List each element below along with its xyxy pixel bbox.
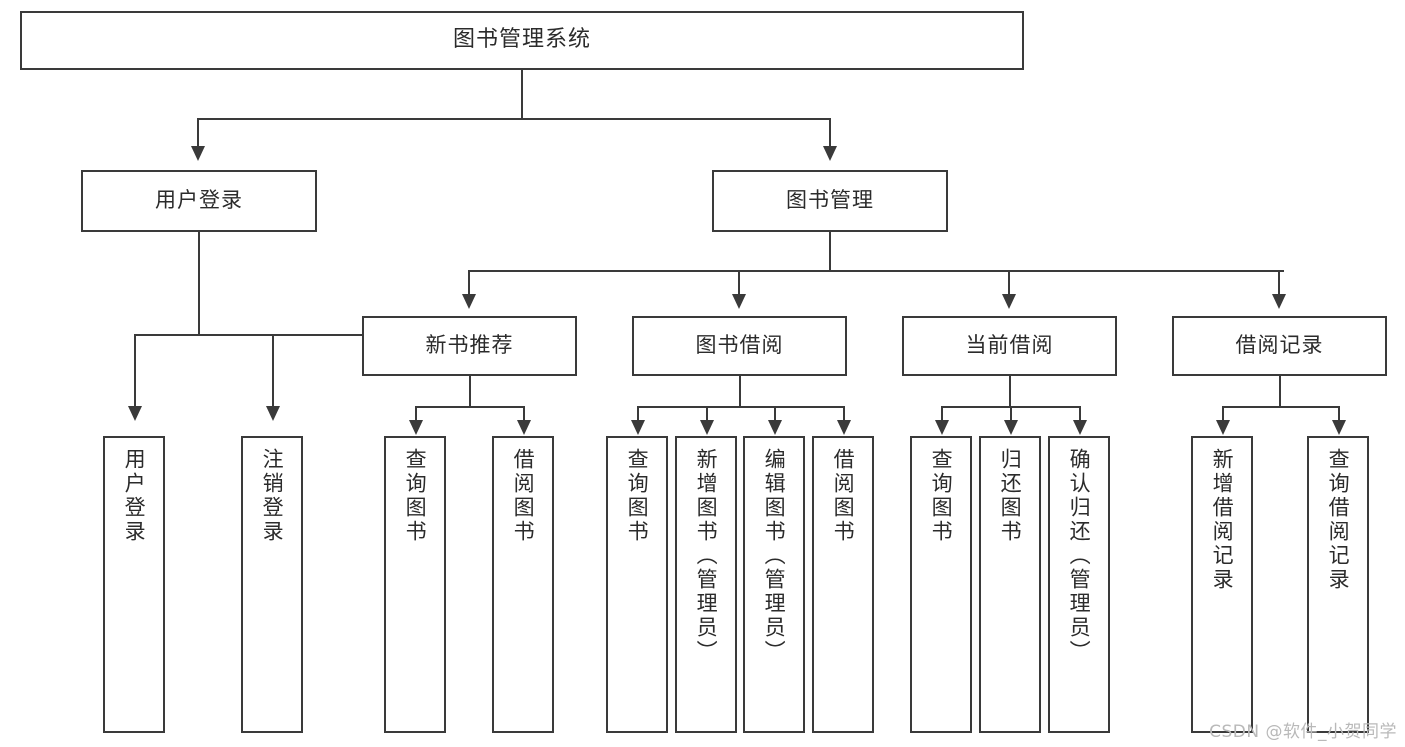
leaf-borrow-record-add[interactable]: 新增借阅记录 [1191,436,1253,733]
arrow-bm-to-book-borrow [732,294,746,309]
connector-new-book-to-leaf-1 [415,406,417,422]
leaf-book-borrow-borrow[interactable]: 借阅图书 [812,436,874,733]
connector-bm-to-book-borrow [738,270,740,296]
connector-cb-to-leaf-3 [1079,406,1081,422]
connector-cb-to-leaf-2 [1010,406,1012,422]
arrow-bm-to-borrow-record [1272,294,1286,309]
leaf-label: 查询图书 [625,448,650,544]
csdn-watermark: CSDN @软件_小贺同学 [1209,722,1397,742]
node-label: 新书推荐 [425,333,514,358]
connector-br-to-leaf-2 [1338,406,1340,422]
connector-bb-to-leaf-2 [706,406,708,422]
node-book-management[interactable]: 图书管理 [712,170,948,232]
node-user-login[interactable]: 用户登录 [81,170,317,232]
leaf-user-login-login[interactable]: 用户登录 [103,436,165,733]
connector-borrow-record-bus [1222,406,1340,408]
arrow-bm-to-current-borrow [1002,294,1016,309]
arrow-bb-to-leaf-1 [631,420,645,435]
leaf-label: 用户登录 [122,448,147,544]
leaf-label: 借阅图书 [511,448,536,544]
node-label: 用户登录 [155,188,243,213]
leaf-book-borrow-query[interactable]: 查询图书 [606,436,668,733]
connector-book-management-bus [468,270,1284,272]
connector-bb-to-leaf-4 [843,406,845,422]
leaf-label: 编辑图书（管理员） [762,448,787,664]
leaf-label: 新增图书（管理员） [694,448,719,664]
connector-bb-to-leaf-1 [637,406,639,422]
leaf-current-borrow-return[interactable]: 归还图书 [979,436,1041,733]
arrow-bb-to-leaf-2 [700,420,714,435]
leaf-label: 借阅图书 [831,448,856,544]
connector-root-to-user-login [197,118,199,148]
connector-new-book-bus [415,406,525,408]
connector-user-login-bus [134,334,408,336]
arrow-user-login-to-leaf-2 [266,406,280,421]
connector-user-login-to-leaf-1 [134,334,136,408]
arrow-cb-to-leaf-2 [1004,420,1018,435]
arrow-new-book-to-leaf-2 [517,420,531,435]
connector-bm-to-new-book [468,270,470,296]
arrow-cb-to-leaf-1 [935,420,949,435]
leaf-book-borrow-add[interactable]: 新增图书（管理员） [675,436,737,733]
connector-book-borrow-trunk [739,376,741,406]
connector-root-bus [197,118,831,120]
arrow-bb-to-leaf-4 [837,420,851,435]
node-borrow-record[interactable]: 借阅记录 [1172,316,1387,376]
leaf-book-borrow-edit[interactable]: 编辑图书（管理员） [743,436,805,733]
arrow-root-to-user-login [191,146,205,161]
connector-current-borrow-trunk [1009,376,1011,406]
connector-new-book-to-leaf-2 [523,406,525,422]
leaf-new-book-query[interactable]: 查询图书 [384,436,446,733]
connector-bm-to-borrow-record [1278,270,1280,296]
leaf-label: 确认归还（管理员） [1067,448,1092,664]
node-label: 借阅记录 [1235,333,1324,358]
connector-cb-to-leaf-1 [941,406,943,422]
connector-root-trunk [521,70,523,118]
node-label: 当前借阅 [965,333,1054,358]
leaf-label: 新增借阅记录 [1210,448,1235,592]
leaf-current-borrow-confirm-return[interactable]: 确认归还（管理员） [1048,436,1110,733]
leaf-borrow-record-query[interactable]: 查询借阅记录 [1307,436,1369,733]
node-book-borrow[interactable]: 图书借阅 [632,316,847,376]
leaf-user-login-logout[interactable]: 注销登录 [241,436,303,733]
arrow-bm-to-new-book [462,294,476,309]
leaf-label: 查询图书 [403,448,428,544]
leaf-label: 查询借阅记录 [1326,448,1351,592]
connector-new-book-trunk [469,376,471,406]
node-label: 图书管理系统 [452,27,591,53]
leaf-new-book-borrow[interactable]: 借阅图书 [492,436,554,733]
leaf-label: 查询图书 [929,448,954,544]
connector-root-to-book-management [829,118,831,148]
node-current-borrow[interactable]: 当前借阅 [902,316,1117,376]
connector-bb-to-leaf-3 [774,406,776,422]
arrow-new-book-to-leaf-1 [409,420,423,435]
leaf-label: 归还图书 [998,448,1023,544]
arrow-cb-to-leaf-3 [1073,420,1087,435]
connector-borrow-record-trunk [1279,376,1281,406]
connector-book-borrow-bus [637,406,845,408]
node-label: 图书借阅 [695,333,784,358]
leaf-current-borrow-query[interactable]: 查询图书 [910,436,972,733]
arrow-root-to-book-management [823,146,837,161]
node-label: 图书管理 [786,188,874,213]
arrow-br-to-leaf-2 [1332,420,1346,435]
arrow-user-login-to-leaf-1 [128,406,142,421]
connector-br-to-leaf-1 [1222,406,1224,422]
node-new-book-recommend[interactable]: 新书推荐 [362,316,577,376]
arrow-bb-to-leaf-3 [768,420,782,435]
connector-user-login-trunk [198,232,200,334]
node-root-book-management-system[interactable]: 图书管理系统 [20,11,1024,70]
connector-book-management-trunk [829,232,831,270]
arrow-br-to-leaf-1 [1216,420,1230,435]
connector-user-login-to-leaf-2 [272,334,274,408]
leaf-label: 注销登录 [260,448,285,544]
connector-bm-to-current-borrow [1008,270,1010,296]
